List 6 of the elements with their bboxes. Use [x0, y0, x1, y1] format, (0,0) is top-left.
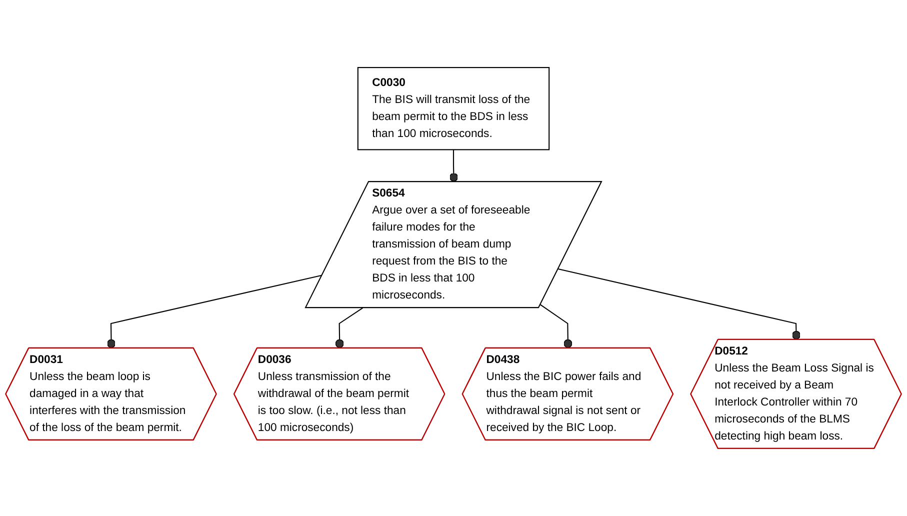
- node-box: C0030 The BIS will transmit loss of the beam permit to the BDS in less than 100 microseconds.: [357, 67, 550, 150]
- connector: [107, 274, 322, 348]
- connector: [449, 150, 458, 182]
- connector: [540, 304, 572, 348]
- connector: [558, 268, 801, 340]
- connector: [335, 307, 364, 348]
